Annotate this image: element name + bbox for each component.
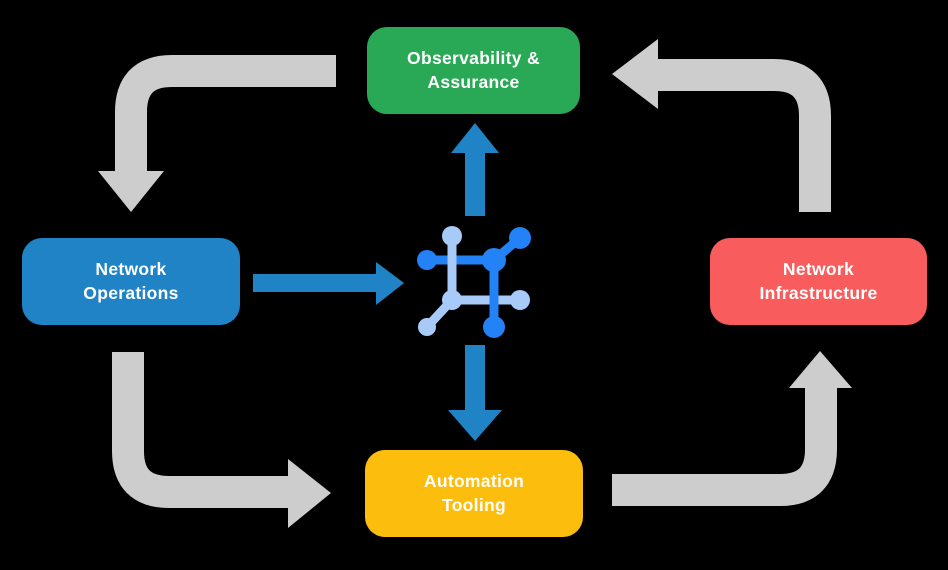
node-label-line: Automation (423, 470, 525, 491)
node-label-line: Network (95, 258, 167, 279)
mesh-node (418, 318, 436, 336)
mesh-node (509, 227, 531, 249)
arrow-platform-to-automation (448, 345, 502, 441)
mesh-node (510, 290, 530, 310)
arrow-automation-to-infrastructure (612, 351, 852, 506)
mesh-node (482, 248, 506, 272)
arrow-shaft (612, 388, 837, 506)
node-network-operations: Network Operations (22, 238, 240, 325)
node-label-line: Operations (83, 282, 179, 303)
node-label-line: Observability & (407, 47, 540, 68)
arrow-operations-to-platform (253, 262, 404, 305)
mesh-node (442, 226, 462, 246)
arrowhead-left-icon (612, 39, 658, 109)
node-label-line: Infrastructure (759, 282, 878, 303)
mesh-node (483, 316, 505, 338)
arrowhead-right-icon (376, 262, 404, 305)
arrow-operations-to-automation (112, 352, 331, 528)
arrow-platform-to-observability (451, 123, 499, 216)
arrowhead-down-icon (448, 410, 502, 441)
arrowhead-up-icon (789, 351, 852, 388)
node-observability-assurance: Observability & Assurance (367, 27, 580, 114)
arrowhead-down-icon (98, 171, 164, 212)
arrow-infrastructure-to-observability (612, 39, 831, 212)
arrow-observability-to-operations (98, 55, 336, 212)
arrow-shaft (657, 59, 831, 212)
node-network-infrastructure: Network Infrastructure (710, 238, 927, 325)
node-label-line: Network (782, 258, 855, 279)
node-automation-tooling: Automation Tooling (365, 450, 583, 537)
node-label-line: Tooling (442, 494, 506, 515)
arrow-shaft (115, 55, 336, 171)
arrowhead-up-icon (451, 123, 499, 153)
arrow-shaft (112, 352, 288, 508)
network-mesh-icon (417, 226, 531, 338)
mesh-node (442, 290, 462, 310)
node-label-line: Assurance (427, 71, 520, 92)
mesh-node (417, 250, 437, 270)
arrowhead-right-icon (288, 459, 331, 528)
